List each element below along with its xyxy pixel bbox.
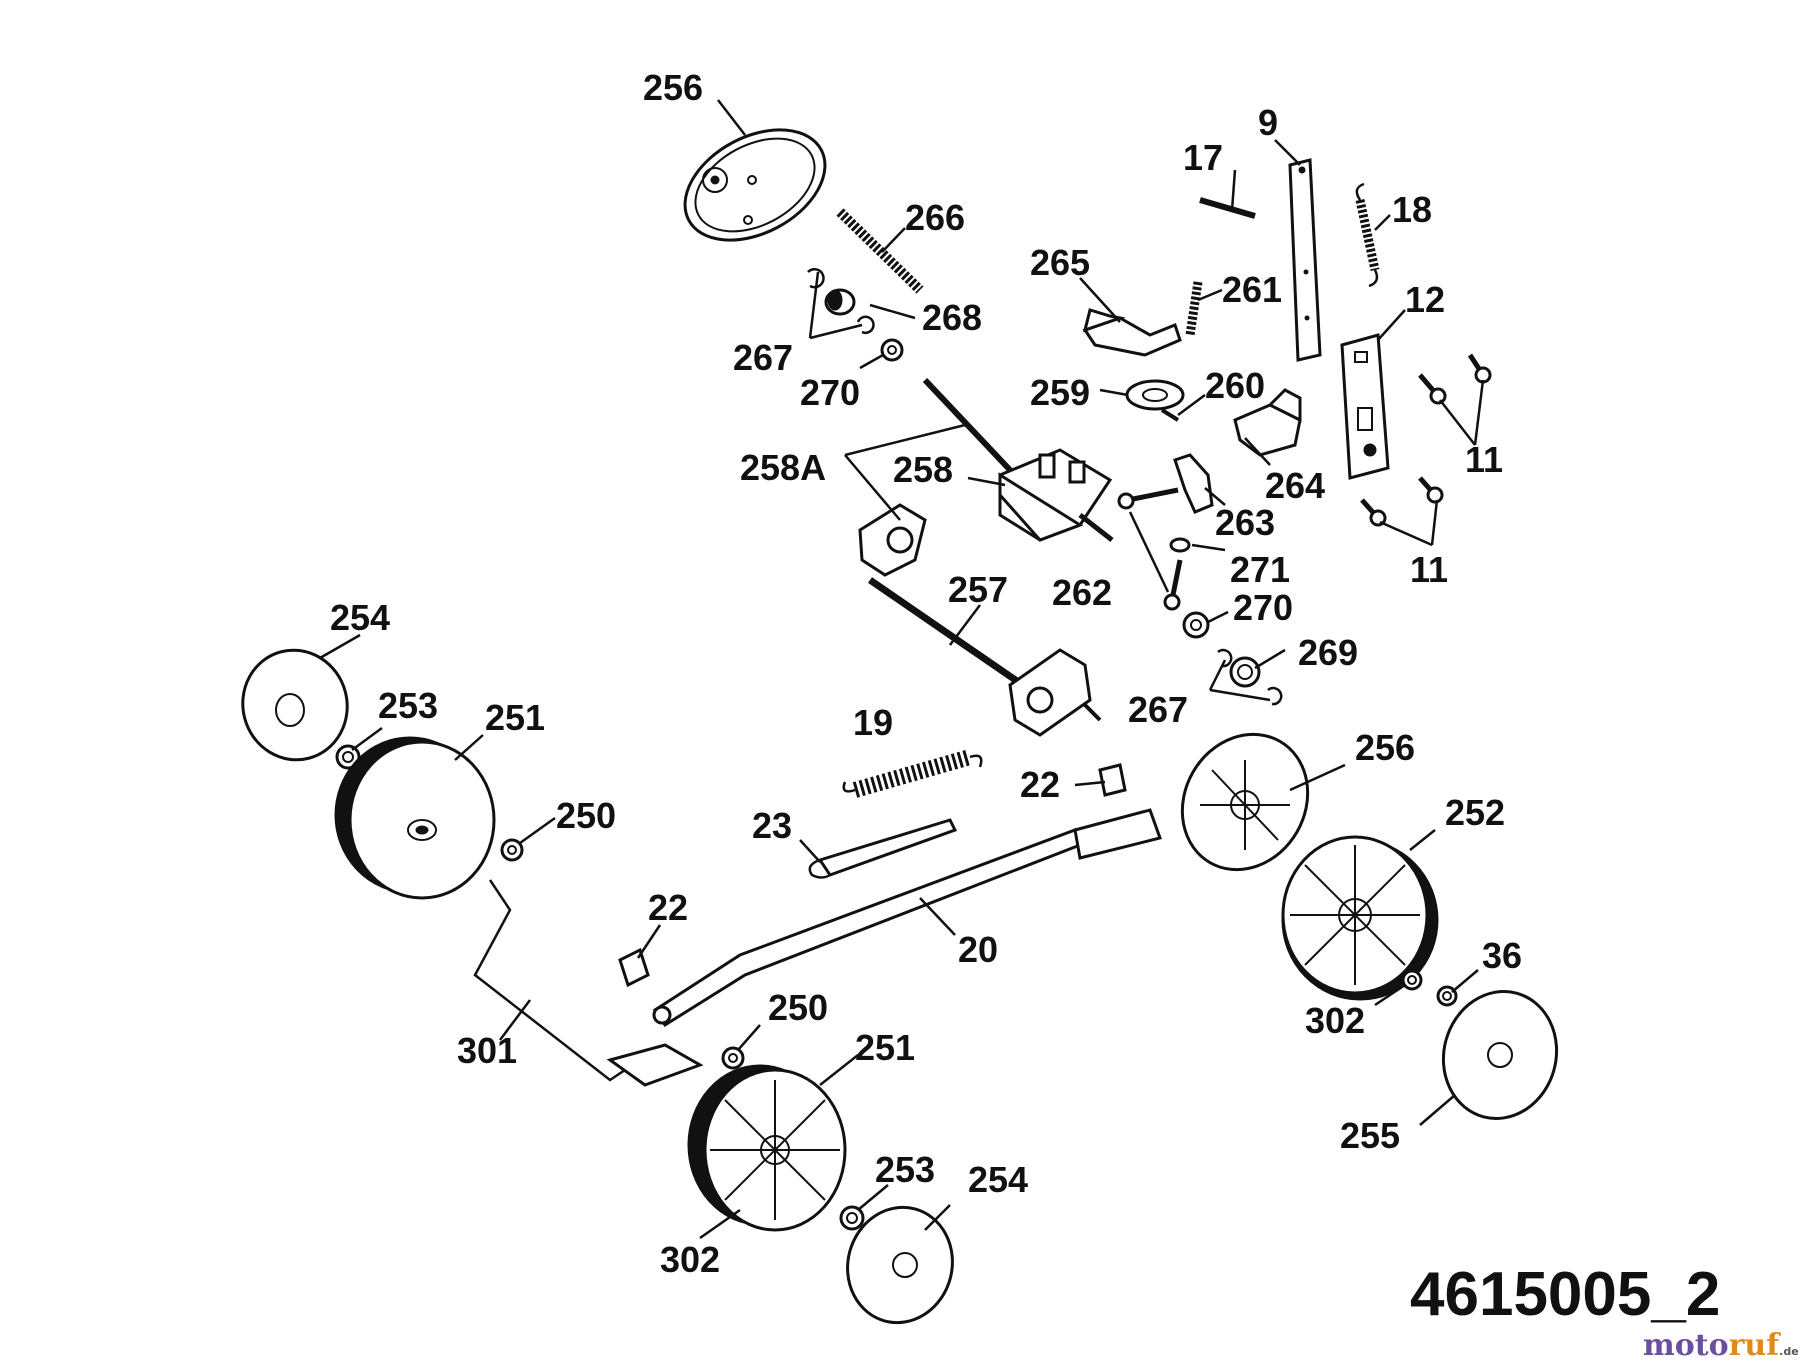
label-11-lower: 11 <box>1410 549 1448 590</box>
label-258: 258 <box>893 449 953 490</box>
hubcap-256-upper <box>683 128 827 242</box>
gear-269-lower <box>1217 648 1283 706</box>
pin-17 <box>1199 197 1256 219</box>
label-11-upper: 11 <box>1465 439 1503 480</box>
label-261: 261 <box>1222 269 1282 310</box>
spring-19 <box>842 749 983 798</box>
cap-254-left <box>241 648 349 762</box>
label-302-right: 302 <box>1305 1000 1365 1041</box>
label-253-lower: 253 <box>875 1149 935 1190</box>
bracket-263 <box>1173 453 1214 514</box>
pulley-259 <box>1125 379 1185 422</box>
part-labels: 256 266 268 267 270 17 9 18 265 261 12 2… <box>330 67 1522 1280</box>
label-301: 301 <box>457 1030 517 1071</box>
label-251-lower: 251 <box>855 1027 915 1068</box>
plate-12 <box>1340 333 1390 480</box>
washer-250-left <box>500 838 524 862</box>
watermark-part2: ruf <box>1729 1328 1782 1363</box>
bracket-264 <box>1233 388 1302 457</box>
label-266: 266 <box>905 197 965 238</box>
label-270-upper: 270 <box>800 372 860 413</box>
nut-253-lower <box>839 1205 865 1231</box>
bracket-257 <box>858 503 1102 737</box>
nut-253-left <box>335 744 361 770</box>
watermark-logo: motoruf.de <box>1643 1328 1799 1363</box>
label-263: 263 <box>1215 502 1275 543</box>
leader-lines <box>319 99 1485 1240</box>
label-256-upper: 256 <box>643 67 703 108</box>
label-19: 19 <box>853 702 893 743</box>
bracket-265 <box>1082 308 1182 357</box>
label-259: 259 <box>1030 372 1090 413</box>
label-252: 252 <box>1445 792 1505 833</box>
washer-271 <box>1169 537 1191 553</box>
cap-254-lower <box>846 1205 954 1325</box>
handlebar-20 <box>652 808 1162 1028</box>
diagram-number: 4615005_2 <box>1410 1260 1720 1329</box>
label-267-lower: 267 <box>1128 689 1188 730</box>
label-268: 268 <box>922 297 982 338</box>
label-264: 264 <box>1265 465 1325 506</box>
label-256-right: 256 <box>1355 727 1415 768</box>
label-20: 20 <box>958 929 998 970</box>
label-265: 265 <box>1030 242 1090 283</box>
cap-255 <box>1441 990 1559 1120</box>
spring-261 <box>1185 281 1203 336</box>
label-18: 18 <box>1392 189 1432 230</box>
label-12: 12 <box>1405 279 1445 320</box>
svg-text:motoruf.de: motoruf.de <box>1643 1328 1799 1363</box>
label-251-left: 251 <box>485 697 545 738</box>
watermark-part1: moto <box>1643 1328 1729 1363</box>
clip-22-lower <box>618 947 650 988</box>
screws-11-upper <box>1418 353 1492 405</box>
nut-36 <box>1436 985 1458 1007</box>
label-254-left: 254 <box>330 597 390 638</box>
spring-18 <box>1355 182 1380 288</box>
label-255: 255 <box>1340 1115 1400 1156</box>
bolt-270-lower <box>1163 559 1210 639</box>
label-9: 9 <box>1258 102 1278 143</box>
watermark-suffix: .de <box>1779 1345 1799 1358</box>
clip-22-upper <box>1098 763 1127 797</box>
label-260: 260 <box>1205 365 1265 406</box>
label-22-upper: 22 <box>1020 764 1060 805</box>
label-36: 36 <box>1482 935 1522 976</box>
washer-302-right <box>1401 969 1423 991</box>
washer-250-lower <box>721 1046 745 1070</box>
label-257: 257 <box>948 569 1008 610</box>
label-250-left: 250 <box>556 795 616 836</box>
label-254-lower: 254 <box>968 1159 1028 1200</box>
label-270-lower: 270 <box>1233 587 1293 628</box>
label-23: 23 <box>752 805 792 846</box>
hubcap-256-right <box>1180 732 1310 872</box>
label-253-left: 253 <box>378 685 438 726</box>
rod-301 <box>473 879 704 1087</box>
screws-11-lower <box>1360 476 1444 527</box>
label-258A: 258A <box>740 447 826 488</box>
wheel-251-left <box>334 736 496 900</box>
gear-268-upper <box>807 267 904 362</box>
label-269: 269 <box>1298 632 1358 673</box>
gearbox-258 <box>922 377 1114 542</box>
label-17: 17 <box>1183 137 1223 178</box>
label-250-lower: 250 <box>768 987 828 1028</box>
threaded-rod-266 <box>836 208 924 294</box>
label-262: 262 <box>1052 572 1112 613</box>
wheel-252-right <box>1281 835 1439 1001</box>
wheel-251-lower <box>687 1064 847 1232</box>
lever-23 <box>808 818 958 879</box>
bolt-262 <box>1117 487 1179 510</box>
label-271: 271 <box>1230 549 1290 590</box>
bar-9 <box>1288 158 1322 362</box>
label-22-lower: 22 <box>648 887 688 928</box>
label-267-upper: 267 <box>733 337 793 378</box>
label-302-lower: 302 <box>660 1239 720 1280</box>
